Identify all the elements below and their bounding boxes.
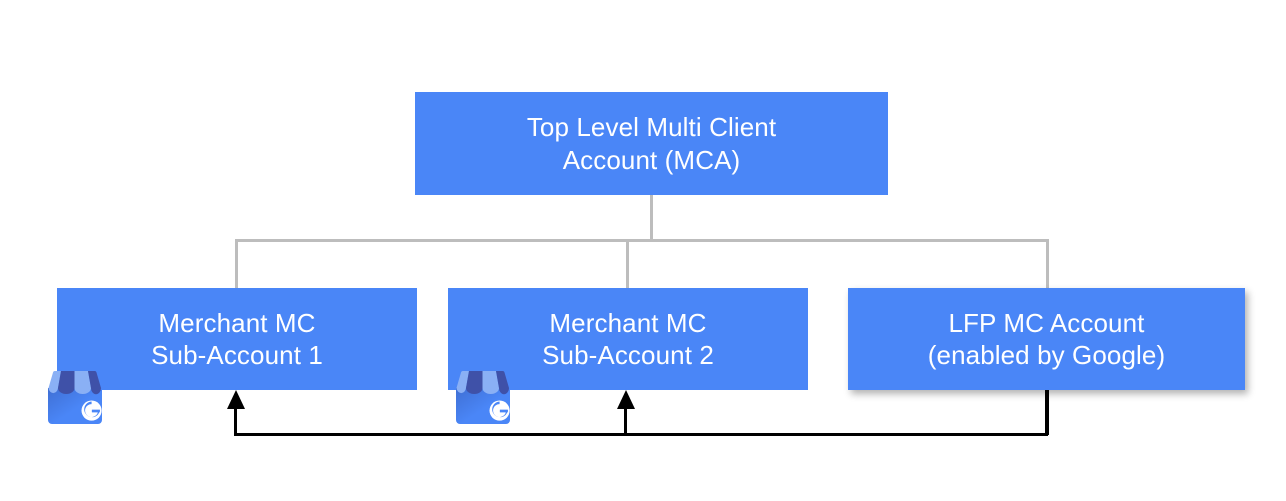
node-merchant-mc-sub-account-2-line2: Sub-Account 2 xyxy=(542,340,714,370)
flow-riser-to-sub-account-2 xyxy=(624,405,627,435)
connector-drop-lfp-account xyxy=(1046,239,1049,289)
flow-riser-to-sub-account-1 xyxy=(234,405,237,435)
node-lfp-mc-account-line1: LFP MC Account xyxy=(948,307,1145,338)
flow-horizontal-bus xyxy=(234,433,1048,436)
arrowhead-to-sub-account-1 xyxy=(227,390,245,409)
node-merchant-mc-sub-account-1-line2: Sub-Account 1 xyxy=(151,340,323,370)
node-top-level-mca-line2: Account (MCA) xyxy=(562,144,741,175)
node-merchant-mc-sub-account-2[interactable]: Merchant MC Sub-Account 2 xyxy=(448,288,808,390)
connector-mca-stem xyxy=(650,195,653,241)
google-my-business-icon xyxy=(456,371,510,424)
flow-riser-from-lfp xyxy=(1045,390,1049,435)
node-lfp-mc-account-line2: (enabled by Google) xyxy=(927,340,1166,370)
node-lfp-mc-account[interactable]: LFP MC Account (enabled by Google) xyxy=(848,288,1245,390)
connector-drop-sub-account-1 xyxy=(235,239,238,289)
node-merchant-mc-sub-account-2-line1: Merchant MC xyxy=(549,307,707,338)
connector-horizontal-bus xyxy=(235,239,1049,242)
arrowhead-to-sub-account-2 xyxy=(617,390,635,409)
node-merchant-mc-sub-account-1-line1: Merchant MC xyxy=(158,307,316,338)
node-top-level-mca-line1: Top Level Multi Client xyxy=(526,112,777,142)
node-top-level-mca[interactable]: Top Level Multi Client Account (MCA) xyxy=(415,92,888,195)
node-merchant-mc-sub-account-1[interactable]: Merchant MC Sub-Account 1 xyxy=(57,288,417,390)
google-my-business-icon xyxy=(48,371,102,424)
connector-drop-sub-account-2 xyxy=(626,239,629,289)
